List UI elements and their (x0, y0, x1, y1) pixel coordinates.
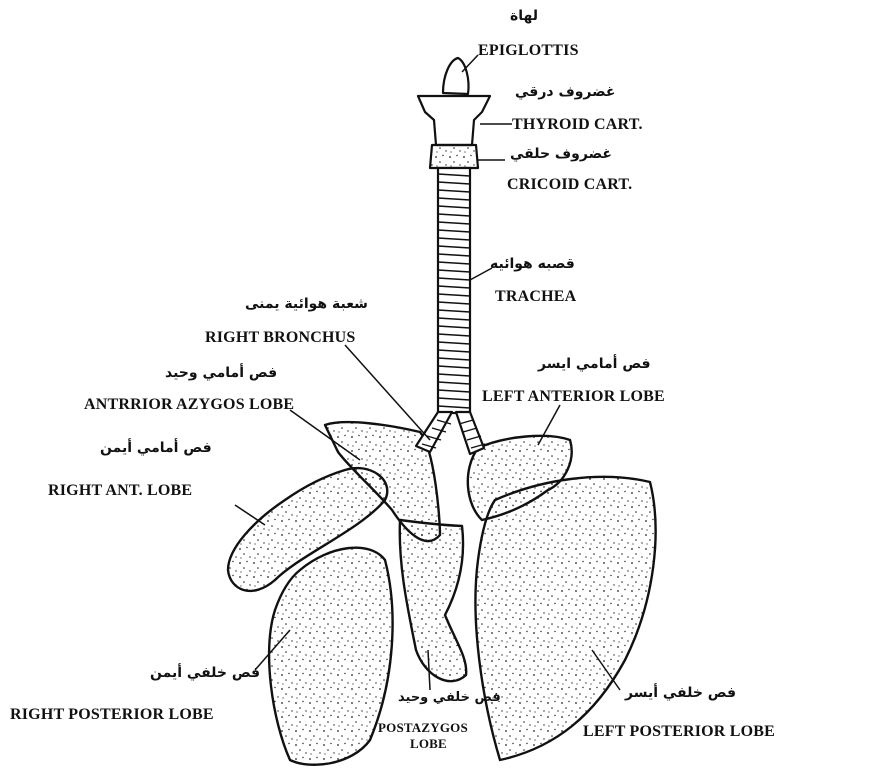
left-bronchus-shape (456, 412, 484, 454)
epiglottis-label: EPIGLOTTIS (478, 42, 579, 60)
trachea-pointer (470, 268, 492, 280)
cricoid-cartilage (430, 145, 478, 168)
trachea-label-ar: قصبه هوائيه (490, 256, 575, 272)
right-posterior-label: RIGHT POSTERIOR LOBE (10, 706, 214, 724)
left-posterior-label-ar: فص خلفي أيسر (625, 685, 736, 701)
thyroid-cartilage (418, 96, 490, 145)
right-bronchus-label: RIGHT BRONCHUS (205, 329, 356, 347)
right-posterior-lobe (269, 548, 392, 765)
post-azygos-label-2: LOBE (410, 736, 447, 752)
post-azygos-label-1: POSTAZYGOS (378, 720, 468, 736)
post-azygos-lobe (400, 520, 466, 681)
right-posterior-label-ar: فص خلفي أيمن (150, 665, 260, 681)
cricoid-label: CRICOID CART. (507, 176, 632, 194)
left-anterior-label: LEFT ANTERIOR LOBE (482, 388, 665, 406)
epiglottis-label-ar: لهاة (510, 8, 538, 24)
right-anterior-label-ar: فص أمامي أيمن (100, 440, 212, 456)
azygos-label: ANTRRIOR AZYGOS LOBE (84, 396, 294, 414)
left-posterior-lobe (475, 477, 655, 760)
right-anterior-pointer (235, 505, 265, 525)
azygos-label-ar: فص أمامي وحيد (165, 365, 277, 381)
right-bronchus-label-ar: شعبة هوائية يمنى (245, 296, 368, 312)
thyroid-label: THYROID CART. (512, 116, 643, 134)
cricoid-label-ar: غضروف حلقي (510, 146, 612, 162)
left-anterior-label-ar: فص أمامي ايسر (538, 356, 651, 372)
post-azygos-label-ar: فص خلفي وحيد (398, 690, 501, 705)
thyroid-label-ar: غضروف درقي (515, 84, 615, 100)
epiglottis (443, 58, 469, 94)
trachea-label: TRACHEA (495, 288, 576, 306)
right-anterior-label: RIGHT ANT. LOBE (48, 482, 192, 500)
left-posterior-label: LEFT POSTERIOR LOBE (583, 723, 775, 741)
